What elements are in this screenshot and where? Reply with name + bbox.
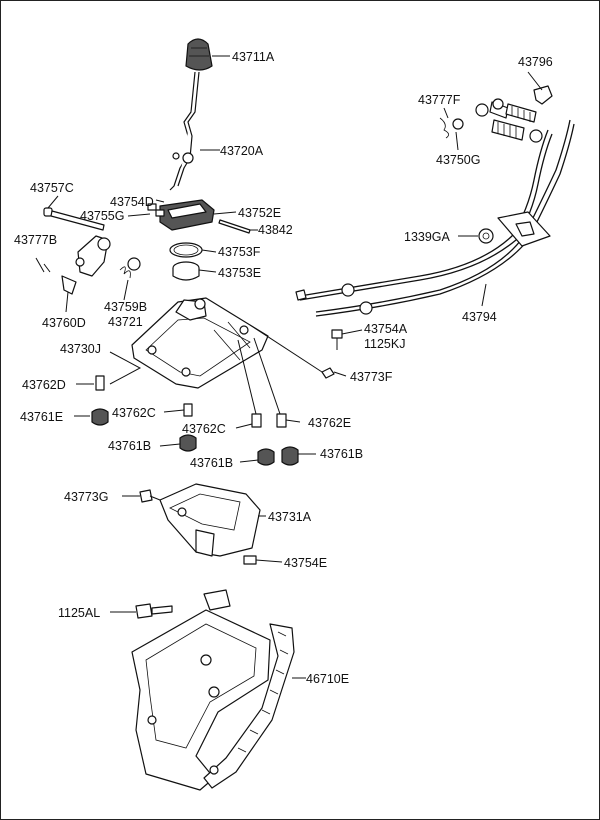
label-43721: 43721 (108, 315, 143, 329)
mount-bushing-center (179, 403, 197, 452)
cable-end-upper (475, 98, 537, 123)
label-43730J: 43730J (60, 342, 101, 356)
label-43753F: 43753F (218, 245, 261, 259)
label-43773F: 43773F (350, 370, 393, 384)
shift-knob-part (185, 38, 213, 71)
bushing-part (119, 257, 141, 301)
lower-bracket-part (139, 483, 261, 565)
label-43762C-right: 43762C (182, 422, 226, 436)
label-43794: 43794 (462, 310, 497, 324)
label-43762D: 43762D (22, 378, 66, 392)
label-43761E: 43761E (20, 410, 63, 424)
mount-bushing-left (91, 375, 109, 426)
label-43753E: 43753E (218, 266, 261, 280)
nut-part (249, 324, 335, 379)
label-1125KJ: 1125KJ (364, 337, 405, 351)
label-43750G: 43750G (436, 153, 480, 167)
part-labels: 43711A 43720A 43796 43777F 43750G 43757C… (14, 50, 553, 686)
label-43755G: 43755G (80, 209, 124, 223)
label-43754E: 43754E (284, 556, 327, 570)
label-43711A: 43711A (232, 50, 275, 64)
label-43720A: 43720A (220, 144, 264, 158)
select-lever-part (35, 235, 111, 313)
label-43754D: 43754D (110, 195, 154, 209)
ring-part (169, 242, 203, 258)
label-43760D: 43760D (42, 316, 86, 330)
label-43777B: 43777B (14, 233, 57, 247)
bushing-socket-part (172, 261, 200, 281)
label-43773G: 43773G (64, 490, 108, 504)
bolt-part (331, 329, 343, 350)
label-43762C-center: 43762C (112, 406, 156, 420)
label-43731A: 43731A (268, 510, 312, 524)
label-43777F: 43777F (418, 93, 461, 107)
retaining-clip-part (533, 85, 553, 105)
mount-guide-line (109, 351, 142, 385)
lever-block-part (147, 199, 251, 234)
label-43761B-right: 43761B (320, 447, 363, 461)
shift-lever-rod-part (169, 71, 220, 191)
mount-bushing-right-b (253, 337, 299, 466)
label-1125AL: 1125AL (58, 606, 100, 620)
mount-bushing-right-a (237, 339, 275, 466)
label-46710E: 46710E (306, 672, 349, 686)
label-43759B: 43759B (104, 300, 147, 314)
cable-end-lower (491, 119, 543, 143)
label-43761B-center: 43761B (108, 439, 151, 453)
label-43761B-middle: 43761B (190, 456, 233, 470)
label-43754A: 43754A (364, 322, 408, 336)
label-43752E: 43752E (238, 206, 281, 220)
grommet-part (478, 228, 494, 244)
label-43796: 43796 (518, 55, 553, 69)
label-1339GA: 1339GA (404, 230, 451, 244)
shift-cable-assembly-part (295, 119, 575, 317)
washer-part (439, 117, 464, 139)
console-bracket-part (131, 589, 295, 791)
label-43842: 43842 (258, 223, 293, 237)
label-43757C: 43757C (30, 181, 74, 195)
mounting-bolt-part (135, 603, 173, 619)
pin-part (43, 195, 105, 231)
leader-lines (74, 55, 543, 679)
label-43762E: 43762E (308, 416, 351, 430)
shift-base-housing-part (131, 297, 269, 389)
